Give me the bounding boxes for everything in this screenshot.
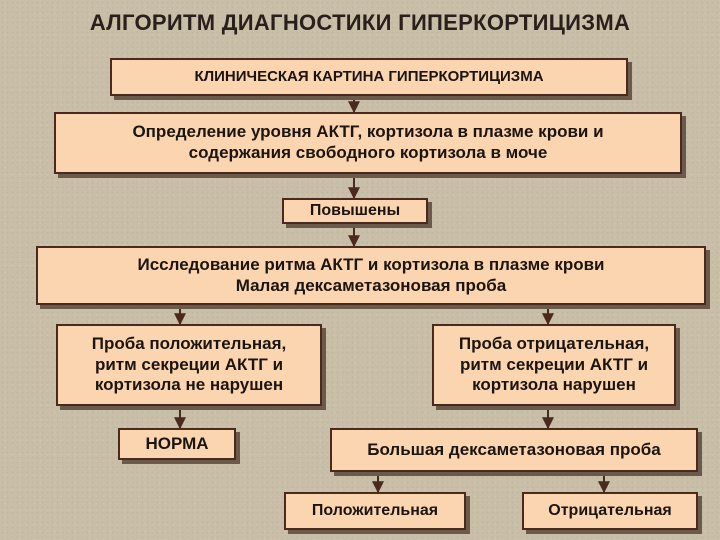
large-dexamethasone-test-label: Большая дексаметазоновая проба <box>367 439 661 459</box>
elevated-label: Повышены <box>309 202 401 220</box>
research-box: Исследование ритма АКТГ и кортизола в пл… <box>36 246 706 305</box>
determination-box: Определение уровня АКТГ, кортизола в пла… <box>54 112 682 174</box>
negative-test-box: Проба отрицательная, ритм секреции АКТГ … <box>432 324 676 406</box>
norm-label: НОРМА <box>145 433 209 453</box>
clinical-picture-box: КЛИНИЧЕСКАЯ КАРТИНА ГИПЕРКОРТИЦИЗМА <box>110 58 628 96</box>
positive-result-box: Положительная <box>284 492 466 530</box>
clinical-picture-label: КЛИНИЧЕСКАЯ КАРТИНА ГИПЕРКОРТИЦИЗМА <box>194 67 544 85</box>
negative-result-box: Отрицательная <box>522 492 698 530</box>
large-dexamethasone-test-box: Большая дексаметазоновая проба <box>330 428 698 472</box>
determination-label: Определение уровня АКТГ, кортизола в пла… <box>132 122 604 162</box>
norm-box: НОРМА <box>118 428 236 460</box>
positive-test-label: Проба положительная, ритм секреции АКТГ … <box>91 333 287 395</box>
negative-result-label: Отрицательная <box>548 502 672 520</box>
page-title: АЛГОРИТМ ДИАГНОСТИКИ ГИПЕРКОРТИЦИЗМА <box>89 10 631 35</box>
research-label: Исследование ритма АКТГ и кортизола в пл… <box>137 254 605 295</box>
positive-test-box: Проба положительная, ритм секреции АКТГ … <box>56 324 322 406</box>
negative-test-label: Проба отрицательная, ритм секреции АКТГ … <box>458 333 650 395</box>
positive-result-label: Положительная <box>311 502 439 520</box>
elevated-box: Повышены <box>282 198 428 224</box>
